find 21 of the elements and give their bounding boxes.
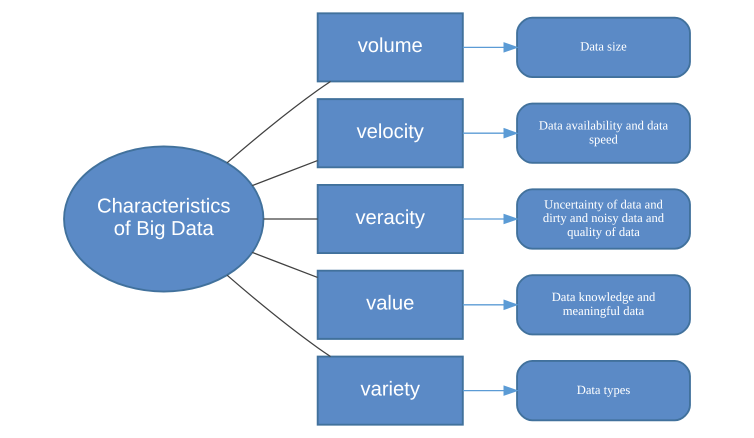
node-box: veracity xyxy=(316,184,464,254)
node-box: variety xyxy=(316,356,464,426)
node-box: Data knowledge and meaningful data xyxy=(516,274,691,336)
node-box: Uncertainty of data and dirty and noisy data and quality of data xyxy=(516,188,691,250)
connector xyxy=(226,274,331,358)
connector xyxy=(264,218,318,220)
connector xyxy=(252,160,318,186)
node-ellipse: Characteristics of Big Data xyxy=(63,146,264,292)
arrow xyxy=(462,214,519,224)
arrow xyxy=(462,128,519,138)
arrow xyxy=(462,300,519,310)
node-box: Data size xyxy=(516,16,691,78)
node-box: velocity xyxy=(316,98,464,168)
arrow xyxy=(462,385,519,396)
arrow xyxy=(462,42,519,53)
node-box: value xyxy=(316,270,464,340)
connector xyxy=(252,252,318,278)
node-box: volume xyxy=(316,12,464,82)
node-box: Data availability and data speed xyxy=(516,102,691,164)
node-box: Data types xyxy=(516,360,691,422)
connector xyxy=(226,80,331,164)
